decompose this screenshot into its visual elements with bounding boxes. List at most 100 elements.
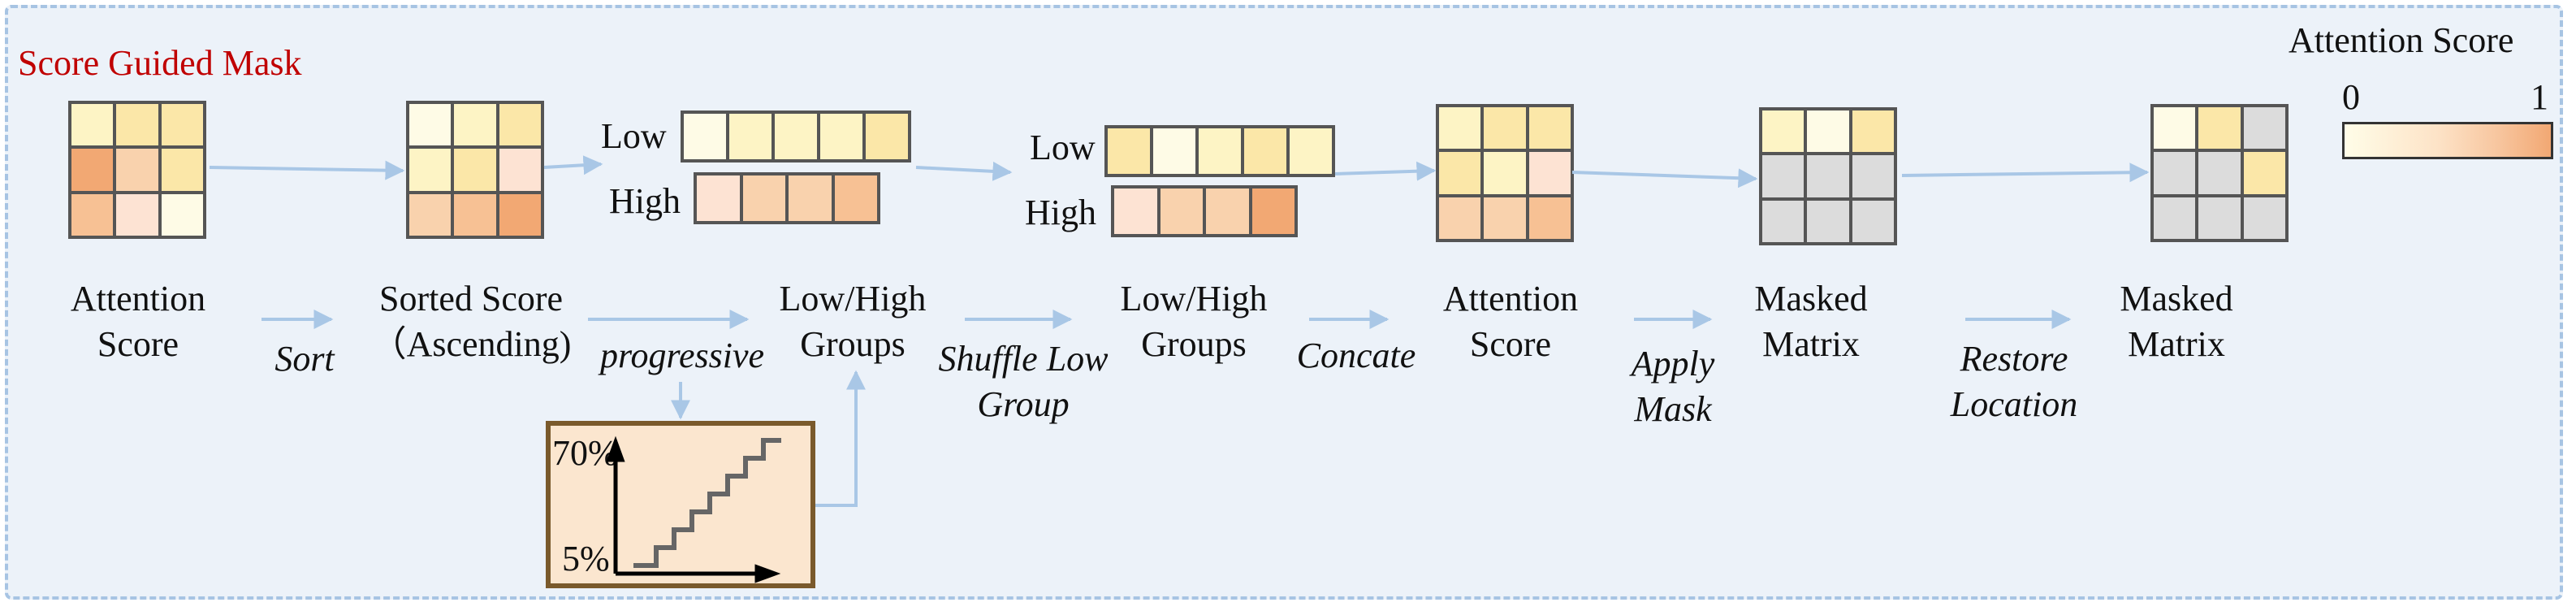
matrix-cell	[159, 147, 205, 193]
matrix-cell	[1761, 109, 1806, 154]
inset-staircase	[633, 438, 781, 568]
stage-groups-1: Low/High Groups	[779, 279, 927, 364]
stage-masked-matrix-2: Masked Matrix	[2120, 279, 2233, 364]
matrix-cell	[2241, 195, 2287, 240]
attention-score-matrix	[68, 101, 206, 239]
matrix-cell	[452, 147, 498, 193]
stage-sorted-score: Sorted Score （Ascending)	[370, 279, 572, 364]
matrix-cell	[682, 112, 728, 161]
matrix-cell	[452, 102, 498, 148]
matrix-cell	[1437, 195, 1483, 240]
matrix-cell	[1850, 198, 1895, 244]
high-label-2: High	[1025, 193, 1096, 232]
matrix-cell	[2197, 195, 2242, 240]
matrix-cell	[773, 112, 819, 161]
matrix-cell	[1113, 187, 1159, 236]
legend-colorbar	[2342, 122, 2553, 159]
op-concate: Concate	[1296, 336, 1416, 375]
restored-masked-matrix	[2150, 104, 2289, 242]
matrix-cell	[2152, 195, 2198, 240]
op-restore-location: Restore Location	[1950, 339, 2078, 424]
matrix-cell	[819, 112, 864, 161]
matrix-cell	[408, 147, 453, 193]
matrix-cell	[1805, 198, 1851, 244]
matrix-cell	[408, 192, 453, 237]
matrix-cell	[1204, 187, 1251, 236]
matrix-cell	[115, 147, 160, 193]
stage-masked-matrix-1: Masked Matrix	[1754, 279, 1868, 364]
stage-attention-score-2: Attention Score	[1442, 279, 1579, 364]
op-sort: Sort	[274, 339, 335, 379]
matrix-cell	[1805, 109, 1851, 154]
matrix-cell	[2241, 150, 2287, 196]
inset-y-top-label: 70%	[552, 433, 618, 473]
matrix-cell	[1152, 127, 1197, 176]
matrix-cell	[1527, 195, 1572, 240]
matrix-cell	[1850, 154, 1895, 199]
matrix-cell	[2152, 106, 2198, 151]
matrix-cell	[70, 147, 115, 193]
matrix-cell	[1805, 154, 1851, 199]
matrix-cell	[2241, 106, 2287, 151]
arrow-shuffled-to-concat	[1334, 161, 1437, 181]
low-group-row-shuffled	[1104, 125, 1335, 177]
op-progressive: progressive	[599, 336, 765, 375]
matrix-cell	[497, 147, 542, 193]
stage-groups-2: Low/High Groups	[1120, 279, 1268, 364]
high-label-1: High	[609, 181, 681, 221]
matrix-cell	[1850, 109, 1895, 154]
matrix-cell	[1482, 195, 1528, 240]
matrix-cell	[728, 112, 773, 161]
arrow-groups-to-shuffled	[915, 161, 1013, 181]
matrix-cell	[1197, 127, 1243, 176]
matrix-cell	[1482, 106, 1528, 151]
matrix-cell	[1288, 127, 1333, 176]
inset-axes	[606, 436, 781, 583]
concat-attention-matrix	[1436, 104, 1574, 242]
matrix-cell	[115, 192, 160, 237]
matrix-cell	[695, 174, 741, 223]
matrix-cell	[452, 192, 498, 237]
inset-y-bottom-label: 5%	[562, 539, 610, 578]
matrix-cell	[1437, 106, 1483, 151]
matrix-cell	[1243, 127, 1288, 176]
matrix-cell	[1106, 127, 1152, 176]
matrix-cell	[832, 174, 879, 223]
matrix-cell	[1761, 198, 1806, 244]
masked-matrix	[1759, 107, 1897, 245]
matrix-cell	[2197, 150, 2242, 196]
arrow-attention-to-sorted	[209, 160, 405, 180]
matrix-cell	[1482, 150, 1528, 196]
matrix-cell	[1437, 150, 1483, 196]
arrow-concat-to-masked	[1571, 168, 1758, 188]
matrix-cell	[741, 174, 787, 223]
matrix-cell	[159, 192, 205, 237]
legend-max: 1	[2531, 77, 2548, 117]
matrix-cell	[497, 102, 542, 148]
op-shuffle-low-group: Shuffle Low Group	[938, 339, 1109, 424]
high-group-row	[694, 172, 880, 224]
matrix-cell	[497, 192, 542, 237]
matrix-cell	[2152, 150, 2198, 196]
matrix-cell	[1761, 154, 1806, 199]
matrix-cell	[787, 174, 833, 223]
matrix-cell	[1527, 150, 1572, 196]
legend-min: 0	[2342, 77, 2360, 117]
matrix-cell	[864, 112, 910, 161]
stage-attention-score-1: Attention Score	[70, 279, 206, 364]
arrow-sorted-to-groups	[543, 155, 603, 176]
arrow-masked-to-restored	[1901, 162, 2150, 183]
arrow-inset-to-groups	[815, 370, 866, 507]
matrix-cell	[1158, 187, 1204, 236]
matrix-cell	[1250, 187, 1296, 236]
low-label-1: Low	[601, 116, 667, 156]
matrix-cell	[408, 102, 453, 148]
matrix-cell	[2197, 106, 2242, 151]
title: Score Guided Mask	[18, 43, 302, 83]
matrix-cell	[1527, 106, 1572, 151]
legend-title: Attention Score	[2289, 20, 2514, 60]
high-group-row-2	[1111, 185, 1298, 237]
matrix-cell	[115, 102, 160, 148]
progressive-ratio-inset	[546, 421, 815, 588]
